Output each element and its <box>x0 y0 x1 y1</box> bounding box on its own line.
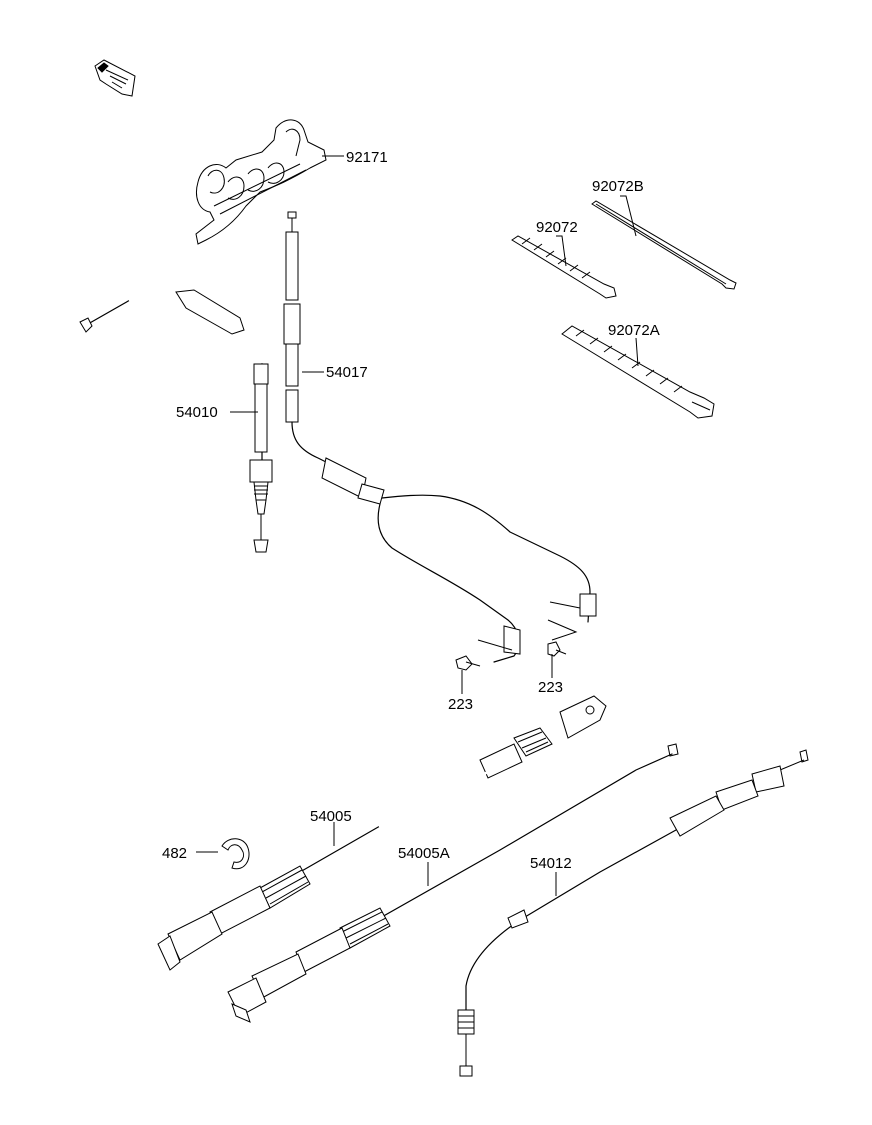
label-54005: 54005 <box>310 808 352 825</box>
label-54010: 54010 <box>176 404 218 421</box>
front-arrow-icon <box>94 59 136 97</box>
label-223-right: 223 <box>538 679 563 696</box>
label-54017: 54017 <box>326 364 368 381</box>
cable-54010[interactable] <box>79 288 273 553</box>
label-54012: 54012 <box>530 855 572 872</box>
screw-223-left[interactable] <box>455 655 481 671</box>
cable-54017[interactable] <box>283 211 597 663</box>
clip-482[interactable] <box>221 838 250 870</box>
label-92171: 92171 <box>346 149 388 166</box>
label-92072: 92072 <box>536 219 578 236</box>
screw-223-right[interactable] <box>547 641 567 657</box>
label-482: 482 <box>162 845 187 862</box>
cable-tie-92072B[interactable] <box>591 200 737 290</box>
cable-54005A[interactable] <box>227 743 679 1023</box>
cable-54005[interactable] <box>157 695 607 971</box>
label-92072A: 92072A <box>608 322 660 339</box>
cable-tie-92072A[interactable] <box>561 325 715 419</box>
cable-clamp-92171[interactable] <box>195 119 327 245</box>
label-223-left: 223 <box>448 696 473 713</box>
leader-lines <box>196 155 639 896</box>
label-92072B: 92072B <box>592 178 644 195</box>
label-54005A: 54005A <box>398 845 450 862</box>
cable-54012[interactable] <box>457 749 809 1077</box>
cable-tie-92072[interactable] <box>511 235 617 299</box>
